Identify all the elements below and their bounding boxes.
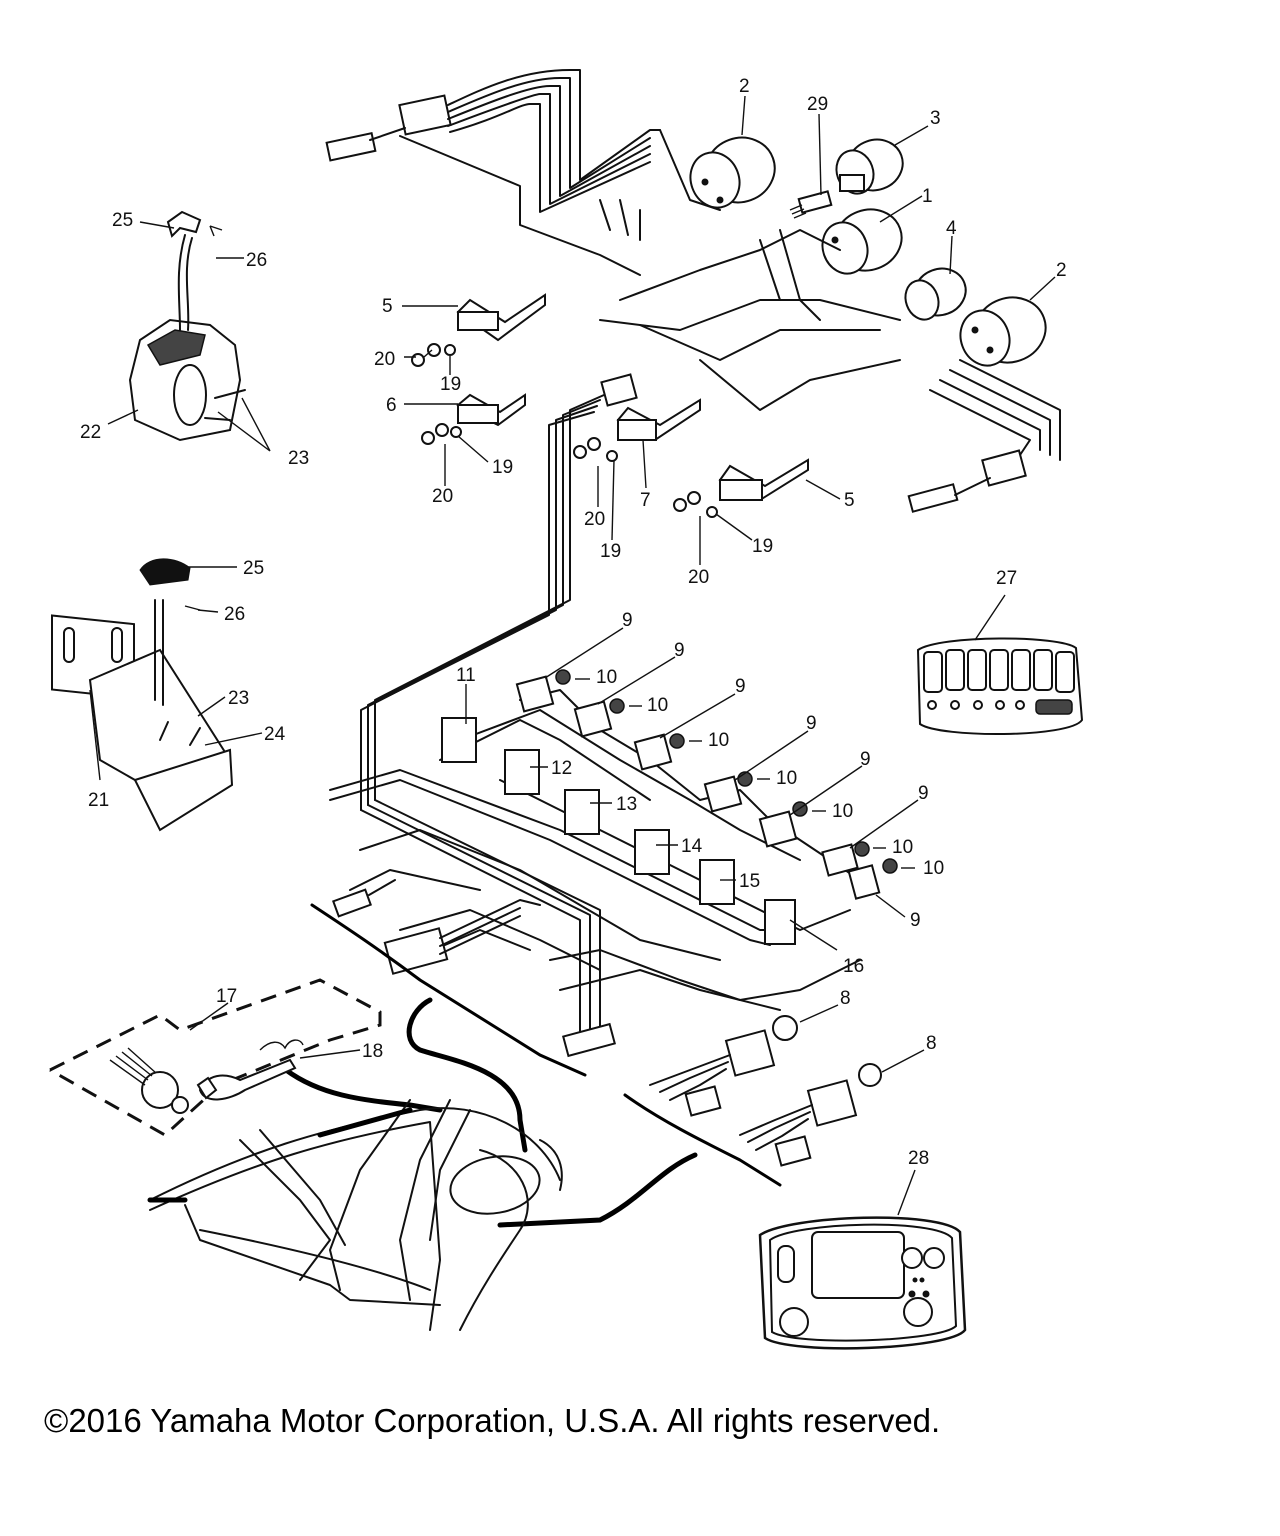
callout-19: 19 [600, 541, 621, 562]
callout-28: 28 [908, 1148, 929, 1169]
callout-labels: 1 2 2 3 4 5 5 6 7 8 8 9 9 9 9 9 9 9 10 1… [80, 76, 1067, 1169]
bracket-icon [456, 393, 526, 427]
callout-9: 9 [735, 676, 746, 697]
callout-5: 5 [844, 490, 855, 511]
callout-4: 4 [946, 218, 957, 239]
callout-9: 9 [622, 610, 633, 631]
gauge-icon [689, 136, 776, 209]
callout-20: 20 [374, 349, 395, 370]
bracket-icon [616, 398, 701, 442]
callout-20: 20 [688, 567, 709, 588]
callout-10: 10 [708, 730, 729, 751]
ignition-kit [49, 978, 382, 1137]
switch-icon [649, 1015, 882, 1167]
gauge-icon [904, 267, 967, 321]
callout-25: 25 [112, 210, 133, 231]
callout-9: 9 [806, 713, 817, 734]
callout-25: 25 [243, 558, 264, 579]
gauge-icon [959, 296, 1047, 367]
gauge-wiring [599, 229, 1061, 513]
callout-5: 5 [382, 296, 393, 317]
panel-icon [916, 637, 1084, 735]
callout-6: 6 [386, 395, 397, 416]
callout-10: 10 [776, 768, 797, 789]
callout-10: 10 [832, 801, 853, 822]
callout-10: 10 [923, 858, 944, 879]
route-lines [283, 903, 782, 1228]
callout-20: 20 [432, 486, 453, 507]
throttle-lever-icon [128, 210, 246, 442]
callout-7: 7 [640, 490, 651, 511]
callout-15: 15 [739, 871, 760, 892]
callout-29: 29 [807, 94, 828, 115]
copyright-notice: ©2016 Yamaha Motor Corporation, U.S.A. A… [44, 1402, 941, 1439]
callout-17: 17 [216, 986, 237, 1007]
callout-9: 9 [860, 749, 871, 770]
bracket-icon [718, 458, 809, 502]
upper-harness [325, 69, 721, 276]
gauge-icon [835, 138, 904, 195]
callout-22: 22 [80, 422, 101, 443]
callout-9: 9 [674, 640, 685, 661]
wrench-icon [196, 1076, 218, 1100]
relay-icon [441, 717, 796, 945]
callout-13: 13 [616, 794, 637, 815]
callout-19: 19 [492, 457, 513, 478]
callout-26: 26 [246, 250, 267, 271]
callout-3: 3 [930, 108, 941, 129]
nut-icon [411, 343, 718, 518]
callout-21: 21 [88, 790, 109, 811]
callout-9: 9 [918, 783, 929, 804]
callout-19: 19 [440, 374, 461, 395]
callout-23: 23 [288, 448, 309, 469]
callout-26: 26 [224, 604, 245, 625]
callout-16: 16 [843, 956, 864, 977]
panel-icon [758, 1216, 967, 1350]
callout-20: 20 [584, 509, 605, 530]
callout-2: 2 [739, 76, 750, 97]
callout-10: 10 [892, 837, 913, 858]
bracket-icon [456, 293, 546, 342]
callout-11: 11 [456, 665, 476, 686]
hull-cutaway [147, 1099, 563, 1331]
callout-14: 14 [681, 836, 703, 857]
callout-27: 27 [996, 568, 1017, 589]
switch-icon [515, 675, 881, 900]
main-harness [329, 373, 861, 1058]
callout-23: 23 [228, 688, 249, 709]
callout-10: 10 [647, 695, 668, 716]
callout-18: 18 [362, 1041, 383, 1062]
nut-icon [555, 669, 898, 874]
gauge-icon [821, 208, 903, 275]
callout-2: 2 [1056, 260, 1067, 281]
callout-12: 12 [551, 758, 572, 779]
callout-8: 8 [840, 988, 851, 1009]
callout-1: 1 [922, 186, 933, 207]
callout-19: 19 [752, 536, 773, 557]
callout-8: 8 [926, 1033, 937, 1054]
callout-10: 10 [596, 667, 617, 688]
throttle-lever-icon [51, 558, 234, 832]
callout-9: 9 [910, 910, 921, 931]
connector-icon [789, 190, 833, 219]
leader-lines [89, 95, 1056, 1216]
callout-24: 24 [264, 724, 286, 745]
